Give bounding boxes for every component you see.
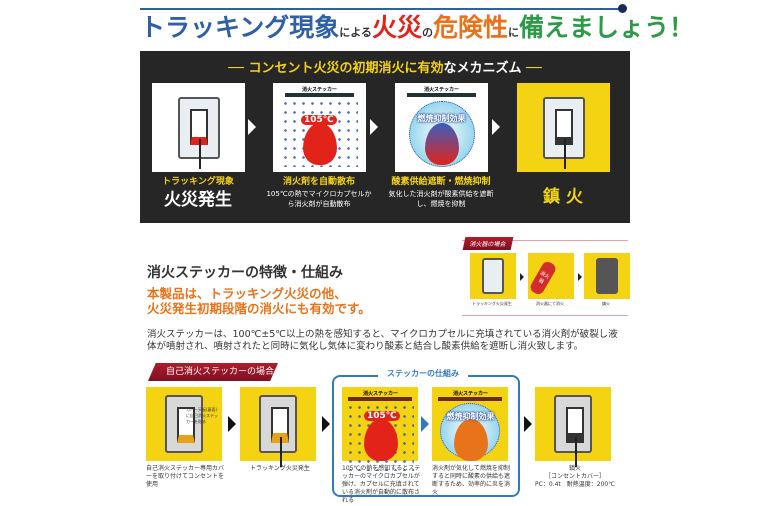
ext-caption: 鎮火 bbox=[602, 301, 610, 306]
suppress-label: 燃焼抑制効果 bbox=[417, 114, 466, 123]
ext-step-image bbox=[584, 253, 630, 299]
sticker-caption: トラッキング火災発生 bbox=[250, 465, 310, 472]
flame-icon bbox=[364, 419, 398, 461]
step-extinguished-image bbox=[517, 83, 610, 172]
step-spray-image: 消火ステッカー 105℃ bbox=[273, 83, 366, 172]
sticker-step-image: カバー天板(裏面)に自己消火ステッカーを貼る bbox=[146, 387, 222, 461]
mechanism-heading: ── コンセント火災の初期消火に有効なメカニズム ── bbox=[228, 61, 542, 76]
extinguisher-icon: 消火器 bbox=[528, 259, 558, 297]
sticker-case-tag: 自己消火ステッカーの場合 bbox=[148, 363, 278, 381]
outlet-icon bbox=[542, 97, 585, 169]
mechanism-panel: ── コンセント火災の初期消火に有効なメカニズム ── 消火ステッカー 105℃… bbox=[140, 51, 630, 223]
cover-note: カバー天板(裏面)に自己消火ステッカーを貼る bbox=[186, 407, 218, 424]
title-part: 危険性 bbox=[432, 13, 508, 42]
mechanism-frame-tag: ステッカーの仕組み bbox=[378, 368, 468, 379]
flame-icon bbox=[425, 123, 459, 165]
ext-step-image bbox=[470, 253, 516, 299]
temp-label: 105℃ bbox=[364, 411, 400, 421]
arrow-right-icon bbox=[578, 273, 582, 281]
sticker-label: 消火ステッカー bbox=[362, 391, 398, 397]
outlet-icon bbox=[177, 97, 220, 169]
arrow-right-icon bbox=[524, 416, 532, 432]
title-part: トラッキング現象 bbox=[140, 13, 340, 42]
extinguisher-case-panel: 消火器の場合 消火器 トラッキング火災発生 消火器にて消火 鎮火 bbox=[462, 237, 630, 316]
page-title: トラッキング現象による火災の危険性に備えましょう！ bbox=[140, 8, 694, 48]
features-title: 消火ステッカーの特徴・仕組み bbox=[147, 265, 343, 281]
sticker-caption: 105℃の熱を感知するとステッカーのマイクロカプセルが弾け、カプセルに充填されて… bbox=[342, 465, 421, 504]
title-decor-line bbox=[140, 8, 620, 10]
heading-highlight: コンセント火災の初期消火に有効 bbox=[248, 61, 444, 76]
flame-icon bbox=[303, 123, 337, 165]
arrow-right-icon bbox=[322, 416, 330, 432]
sticker-step-image bbox=[535, 387, 611, 467]
step-caption: トラッキング現象火災発生 bbox=[162, 177, 234, 210]
step-fire-image bbox=[152, 83, 245, 172]
ext-step-image: 消火器 bbox=[528, 253, 574, 299]
title-part: による bbox=[339, 26, 372, 39]
sticker-step-image: 消火ステッカー 燃焼抑制効果 bbox=[432, 387, 508, 461]
sticker-step-image bbox=[240, 387, 316, 467]
outlet-icon bbox=[554, 395, 592, 467]
arrow-right-icon bbox=[421, 416, 429, 432]
temp-label: 105℃ bbox=[301, 115, 337, 125]
ext-caption: トラッキング火災発生 bbox=[472, 301, 512, 306]
title-part: 火災 bbox=[371, 13, 422, 42]
flame-icon bbox=[454, 419, 488, 461]
sticker-caption: 消火剤が気化して燃焼を抑制すると同時に酸素の供給も遮断するため、効率的に炎を消火 bbox=[432, 465, 511, 496]
sticker-caption: 自己消火ステッカー専用カバーを取り付けてコンセントを使用 bbox=[146, 465, 225, 488]
heading-rest: なメカニズム bbox=[443, 61, 522, 76]
arrow-right-icon bbox=[228, 416, 236, 432]
ext-caption: 消火器にて消火 bbox=[536, 301, 564, 306]
arrow-right-icon bbox=[492, 119, 500, 135]
features-body: 消火ステッカーは、100℃±5℃以上の熱を感知すると、マイクロカプセルに充填され… bbox=[147, 329, 618, 352]
step-caption: 鎮 火 bbox=[543, 187, 583, 207]
step-caption: 酸素供給遮断・燃焼抑制気化した消火剤が酸素供給を遮断し、燃焼を抑制 bbox=[388, 177, 494, 208]
sticker-label: 消火ステッカー bbox=[301, 87, 337, 93]
sticker-step-image: 消火ステッカー 105℃ bbox=[342, 387, 418, 471]
title-part: の bbox=[421, 26, 433, 39]
sticker-label: 消火ステッカー bbox=[423, 87, 459, 93]
title-part: 備えましょう！ bbox=[518, 13, 694, 42]
extinguisher-case-tag: 消火器の場合 bbox=[462, 237, 514, 250]
arrow-right-icon bbox=[370, 119, 378, 135]
arrow-right-icon bbox=[248, 119, 256, 135]
outlet-icon bbox=[165, 395, 203, 453]
sticker-caption: 鎮火［コンセントカバー］PC：0.4t 耐熱温度：200℃ bbox=[535, 465, 615, 488]
arrow-right-icon bbox=[520, 273, 524, 281]
outlet-icon bbox=[259, 395, 297, 467]
features-highlight: 本製品は、トラッキング火災の他、火災発生初期段階の消火にも有効です。 bbox=[147, 286, 371, 316]
sticker-label: 消火ステッカー bbox=[452, 391, 488, 397]
title-decor-dot bbox=[618, 4, 627, 13]
title-part: に bbox=[507, 26, 519, 39]
suppress-label: 燃焼抑制効果 bbox=[446, 412, 495, 421]
step-suppress-image: 消火ステッカー 燃焼抑制効果 bbox=[395, 83, 488, 172]
